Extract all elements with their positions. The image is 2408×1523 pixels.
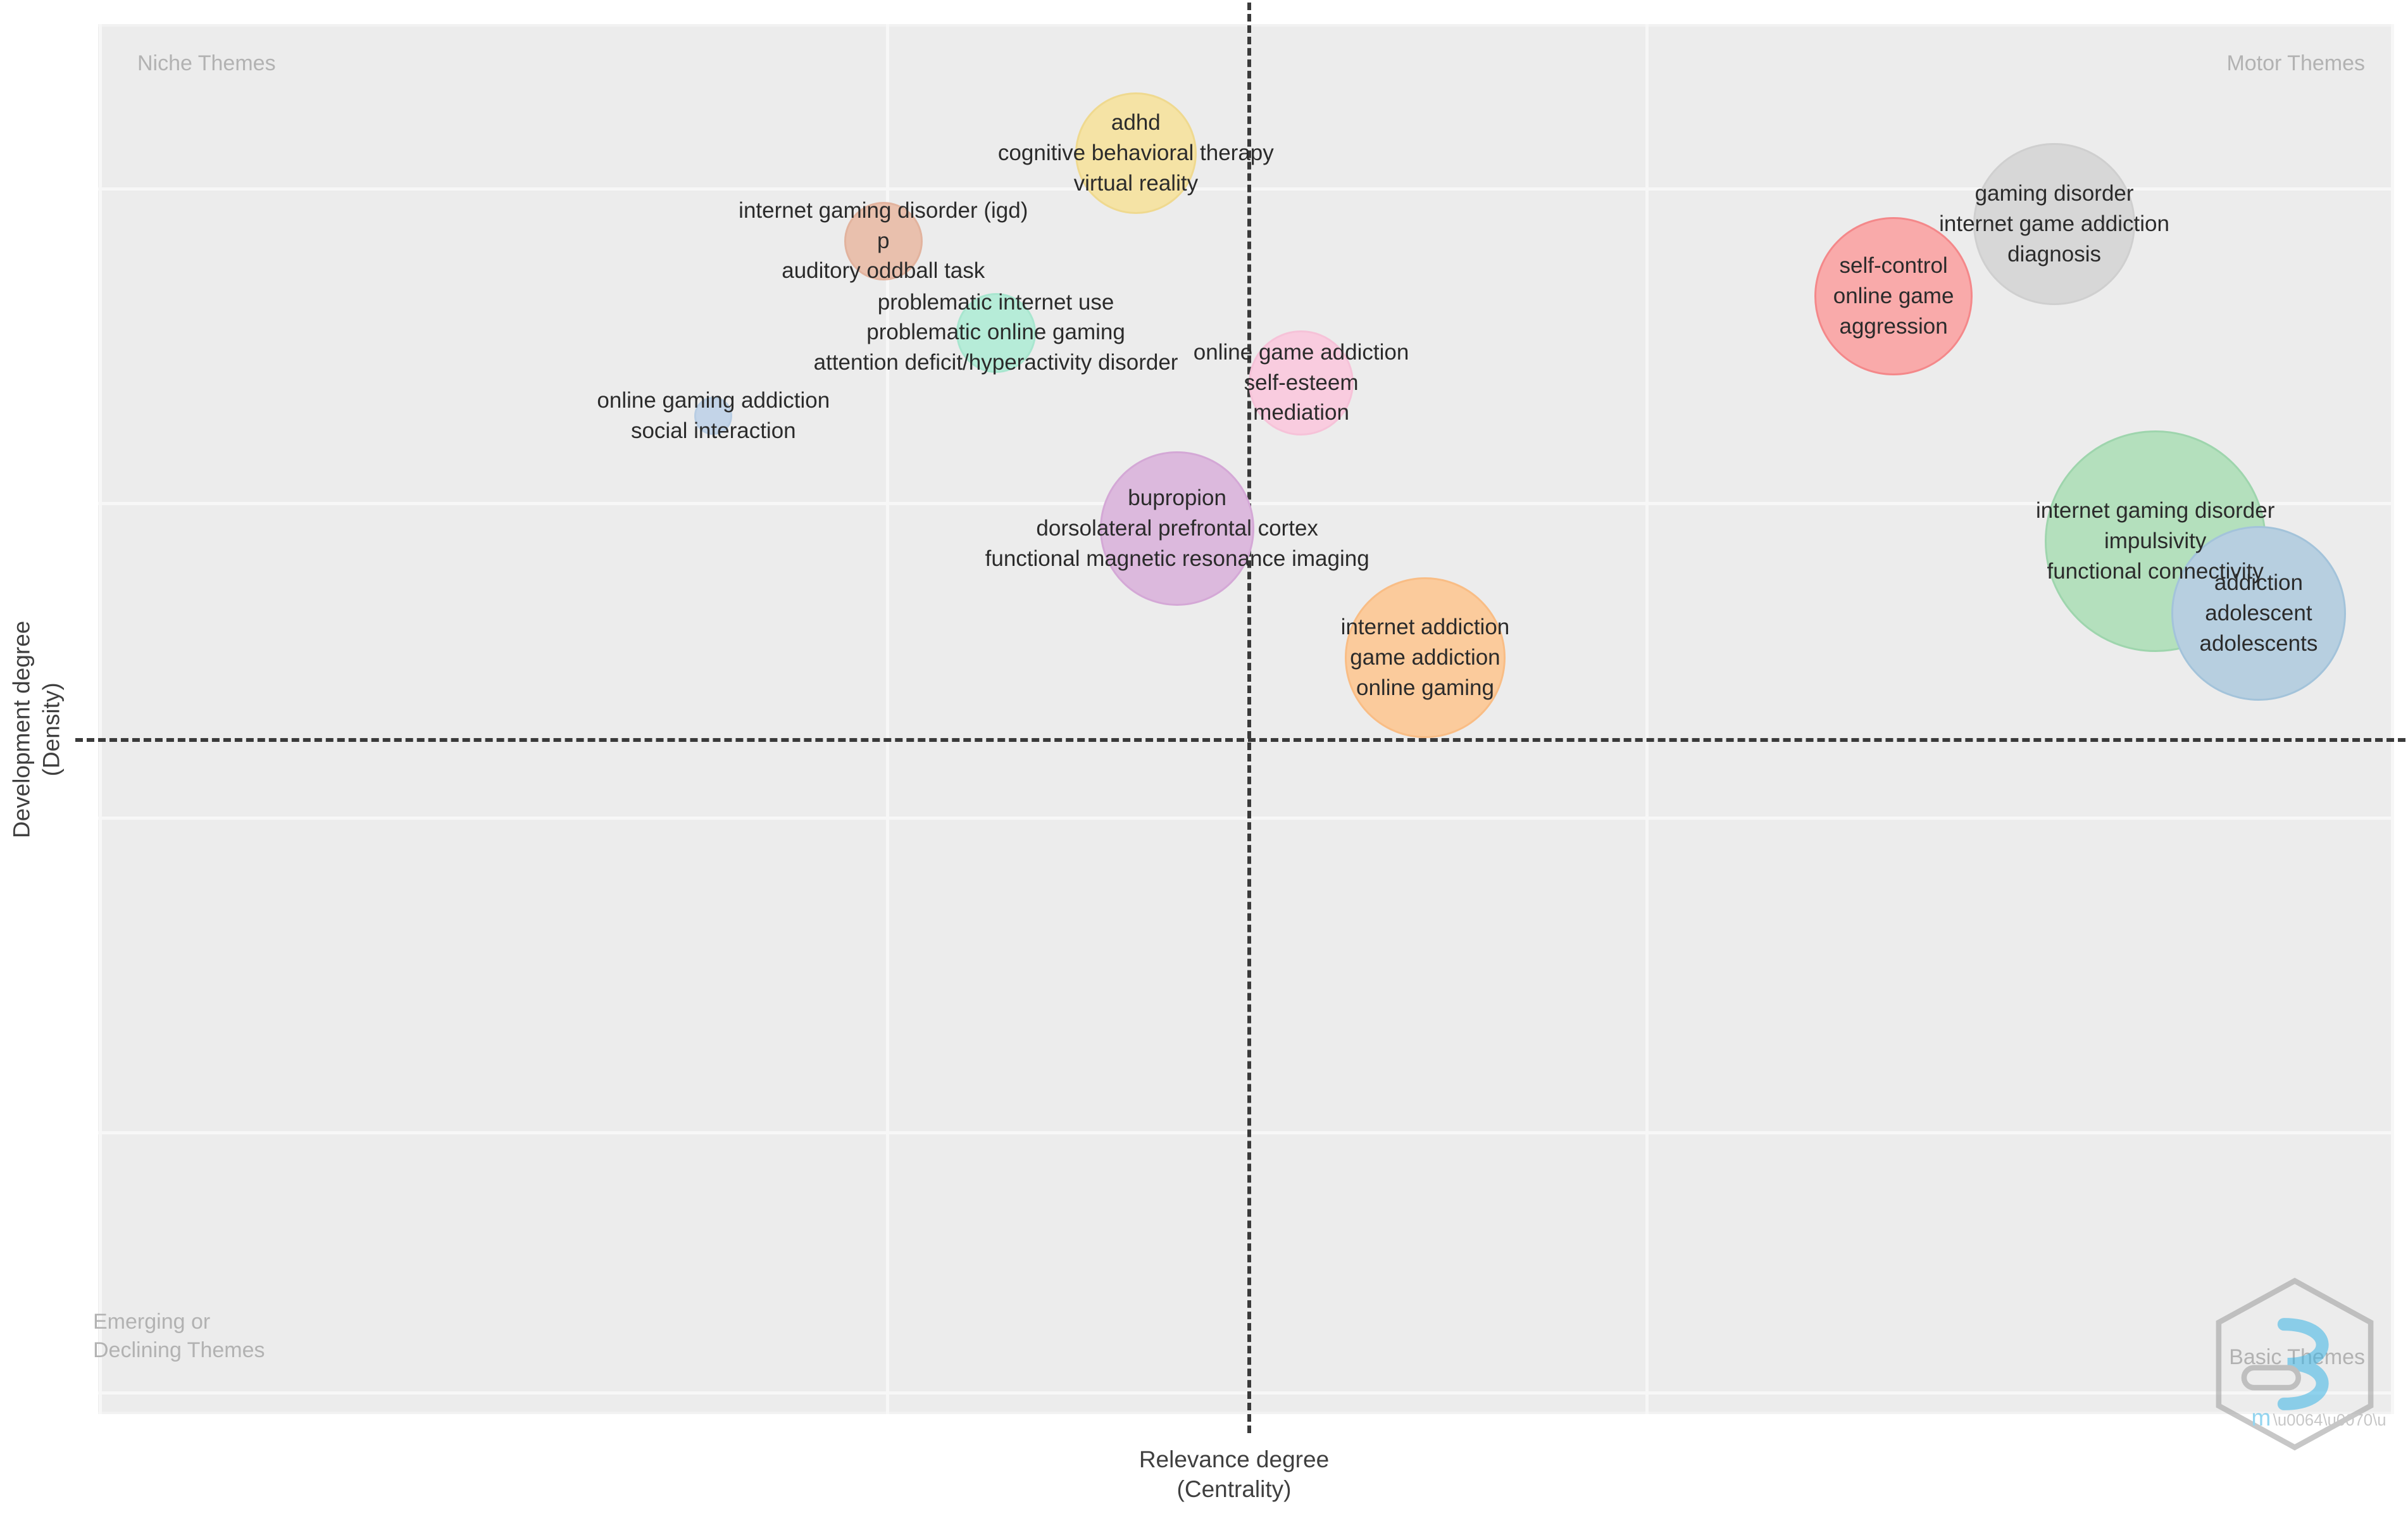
panel-edge-top — [98, 24, 2394, 27]
gridline-horizontal — [98, 1131, 2394, 1134]
quadrant-label-niche-themes: Niche Themes — [137, 51, 276, 75]
theme-bubble-online-game-addiction[interactable] — [1249, 330, 1354, 436]
quadrant-label-basic-themes: Basic Themes — [2229, 1345, 2365, 1369]
gridline-vertical — [2391, 24, 2394, 1414]
plot-area: Niche Themes Motor Themes Emerging or De… — [75, 3, 2408, 1451]
y-axis-title: Development degree (Density) — [8, 620, 65, 839]
gridline-vertical — [99, 24, 102, 1414]
theme-bubble-gaming-disorder[interactable] — [1973, 143, 2136, 306]
gridline-horizontal — [98, 817, 2394, 820]
theme-bubble-adhd[interactable] — [1075, 92, 1197, 215]
x-axis-title: Relevance degree (Centrality) — [1138, 1446, 1330, 1503]
divider-horizontal-dashed — [75, 738, 2408, 742]
theme-bubble-adolescent-addiction[interactable] — [2171, 526, 2346, 701]
svg-text:m: m — [2251, 1404, 2271, 1431]
theme-bubble-online-gaming-addiction[interactable] — [694, 397, 733, 436]
quadrant-label-emerging-declining-themes: Emerging or Declining Themes — [93, 1310, 265, 1363]
gridline-vertical — [1645, 24, 1649, 1414]
gridline-horizontal — [98, 1391, 2394, 1395]
theme-bubble-bupropion[interactable] — [1100, 451, 1255, 606]
mdpi-hexagon-watermark-icon: m \u0064\u0070\u0069 — [2216, 1277, 2385, 1451]
theme-bubble-self-control[interactable] — [1814, 217, 1973, 376]
svg-text:\u0064\u0070\u0069: \u0064\u0070\u0069 — [2273, 1412, 2385, 1429]
divider-vertical-dashed — [1247, 3, 1251, 1433]
panel-edge-bottom — [98, 1412, 2394, 1414]
theme-bubble-igd-p[interactable] — [844, 201, 923, 280]
theme-bubble-internet-addiction[interactable] — [1344, 577, 1506, 739]
theme-bubble-problematic-internet-use[interactable] — [956, 292, 1036, 373]
gridline-horizontal — [98, 187, 2394, 191]
gridline-vertical — [886, 24, 889, 1414]
quadrant-label-motor-themes: Motor Themes — [2226, 51, 2365, 75]
